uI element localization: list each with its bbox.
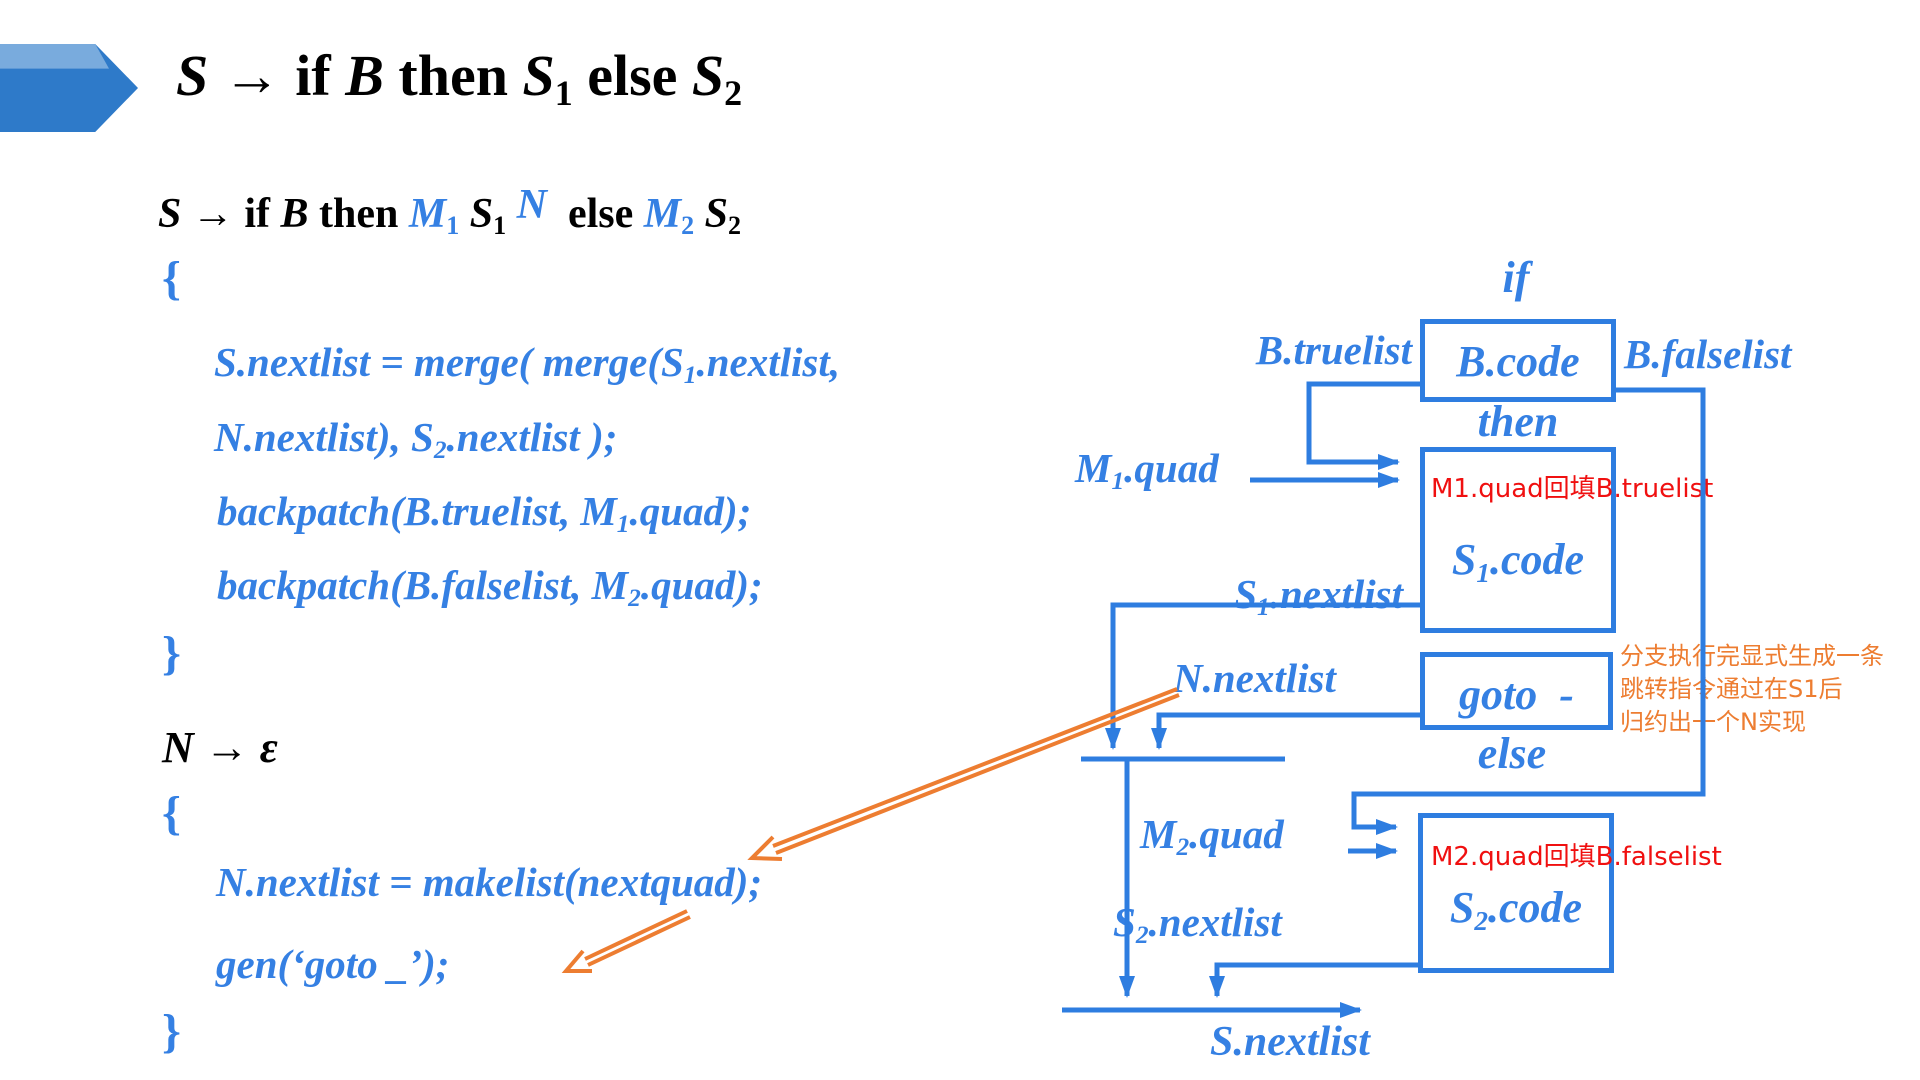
action1-line-merge2: N.nextlist), S2.nextlist ); [214, 414, 618, 465]
action2-open-brace: { [162, 787, 181, 840]
red-note-m2-backpatch: M2.quad回填B.falselist [1431, 842, 1722, 872]
action1-close-brace: } [162, 627, 181, 680]
n-nextlist-arrow [1151, 712, 1420, 750]
n-nextlist-label: N.nextlist [1173, 655, 1336, 701]
s2-nextlist-arrow [1209, 962, 1418, 998]
s1-code-box: M1.quad回填B.truelist S1.code [1420, 447, 1713, 633]
s2-nextlist-label: S2.nextlist [1113, 899, 1282, 950]
action1-line-backpatch-true: backpatch(B.truelist, M1.quad); [217, 488, 752, 539]
action1-open-brace: { [162, 252, 181, 305]
n-production-rule: N → ε [162, 723, 278, 772]
orange-arrow-to-gen-goto [561, 909, 691, 973]
orange-annotation-note: 分支执行完显式生成一条 跳转指令通过在S1后 归约出一个N实现 [1620, 640, 1884, 739]
s2-code-box: M2.quad回填B.falselist S2.code [1418, 813, 1722, 973]
orange-note-line3: 归约出一个N实现 [1620, 708, 1806, 736]
goto-label: goto - [1459, 670, 1574, 719]
orange-note-line2: 跳转指令通过在S1后 [1620, 675, 1843, 703]
action2-line-gen-goto: gen(‘goto _’); [216, 941, 450, 987]
if-keyword-label: if [1502, 253, 1530, 302]
s1-nextlist-label: S1.nextlist [1234, 571, 1403, 622]
action2-close-brace: } [162, 1005, 181, 1058]
action2-line-makelist: N.nextlist = makelist(nextquad); [216, 859, 763, 905]
s2-code-label: S2.code [1449, 883, 1583, 936]
goto-box: goto - [1420, 652, 1613, 730]
action1-line-backpatch-false: backpatch(B.falselist, M2.quad); [217, 562, 763, 613]
s1-code-label: S1.code [1451, 535, 1585, 588]
b-truelist-label: B.truelist [1255, 327, 1412, 373]
b-code-label: B.code [1456, 337, 1580, 386]
action1-line-merge: S.nextlist = merge( merge(S1.nextlist, [214, 339, 841, 390]
then-keyword-label: then [1477, 397, 1559, 446]
b-truelist-arrow [1306, 381, 1420, 470]
s-nextlist-label: S.nextlist [1210, 1019, 1370, 1065]
m1-quad-label: M1.quad [1075, 445, 1219, 496]
grammar-rule-line: S → if B then M1 S1 N else M2 S2 [158, 182, 742, 241]
orange-arrow-to-makelist [747, 687, 1180, 861]
b-code-box: B.code [1420, 319, 1616, 402]
header-chevron-highlight [0, 44, 110, 69]
b-falselist-label: B.falselist [1624, 331, 1792, 377]
red-note-m1-backpatch: M1.quad回填B.truelist [1431, 474, 1714, 504]
orange-note-line1: 分支执行完显式生成一条 [1620, 642, 1884, 670]
page-title: S → if B then S1 else S2 [176, 43, 743, 114]
m2-quad-label: M2.quad [1140, 811, 1284, 862]
else-keyword-label: else [1477, 729, 1547, 778]
